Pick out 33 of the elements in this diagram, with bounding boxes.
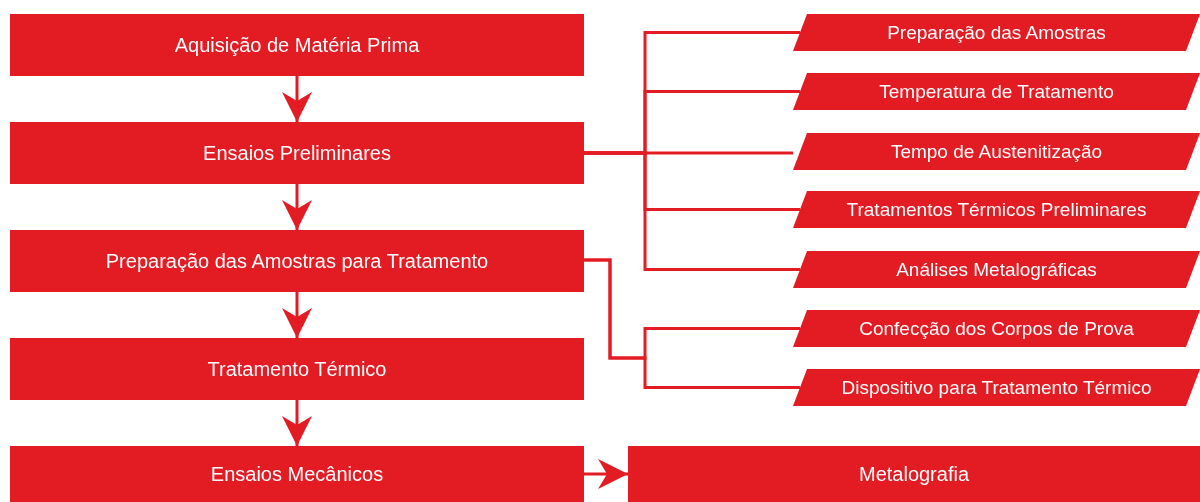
process-box	[10, 230, 584, 292]
parallelogram-box	[793, 369, 1200, 406]
node-label: Ensaios Preliminares	[203, 141, 391, 165]
node-label: Temperatura de Tratamento	[879, 80, 1114, 103]
node-label: Preparação das Amostras	[887, 21, 1106, 44]
node-label: Tempo de Austenitização	[890, 140, 1103, 163]
node-label: Confecção dos Corpos de Prova	[859, 317, 1134, 340]
parallelogram-box	[793, 191, 1200, 228]
node-label: Dispositivo para Tratamento Térmico	[841, 376, 1152, 399]
process-box	[10, 14, 584, 76]
parallelogram-box	[793, 310, 1200, 347]
node-label: Preparação das Amostras para Tratamento	[105, 249, 489, 273]
arrow	[282, 400, 312, 446]
arrow	[282, 292, 312, 338]
node-label: Tratamentos Térmicos Preliminares	[846, 198, 1147, 221]
node-label: Aquisição de Matéria Prima	[174, 33, 420, 57]
arrow	[584, 459, 628, 489]
connector-line	[584, 151, 800, 271]
parallelogram-box	[793, 133, 1200, 170]
arrow	[282, 184, 312, 230]
process-box	[10, 122, 584, 184]
parallelogram-box	[793, 251, 1200, 288]
process-box	[10, 446, 584, 502]
arrow	[282, 76, 312, 122]
node-label: Metalografia	[858, 462, 970, 486]
parallelogram-box	[793, 73, 1200, 110]
parallelogram-box	[793, 14, 1200, 51]
node-label: Análises Metalográficas	[896, 258, 1097, 281]
connector-line	[584, 258, 800, 389]
node-label: Tratamento Térmico	[207, 357, 387, 381]
process-box	[10, 338, 584, 400]
node-label: Ensaios Mecânicos	[210, 462, 384, 486]
process-box	[628, 446, 1200, 502]
